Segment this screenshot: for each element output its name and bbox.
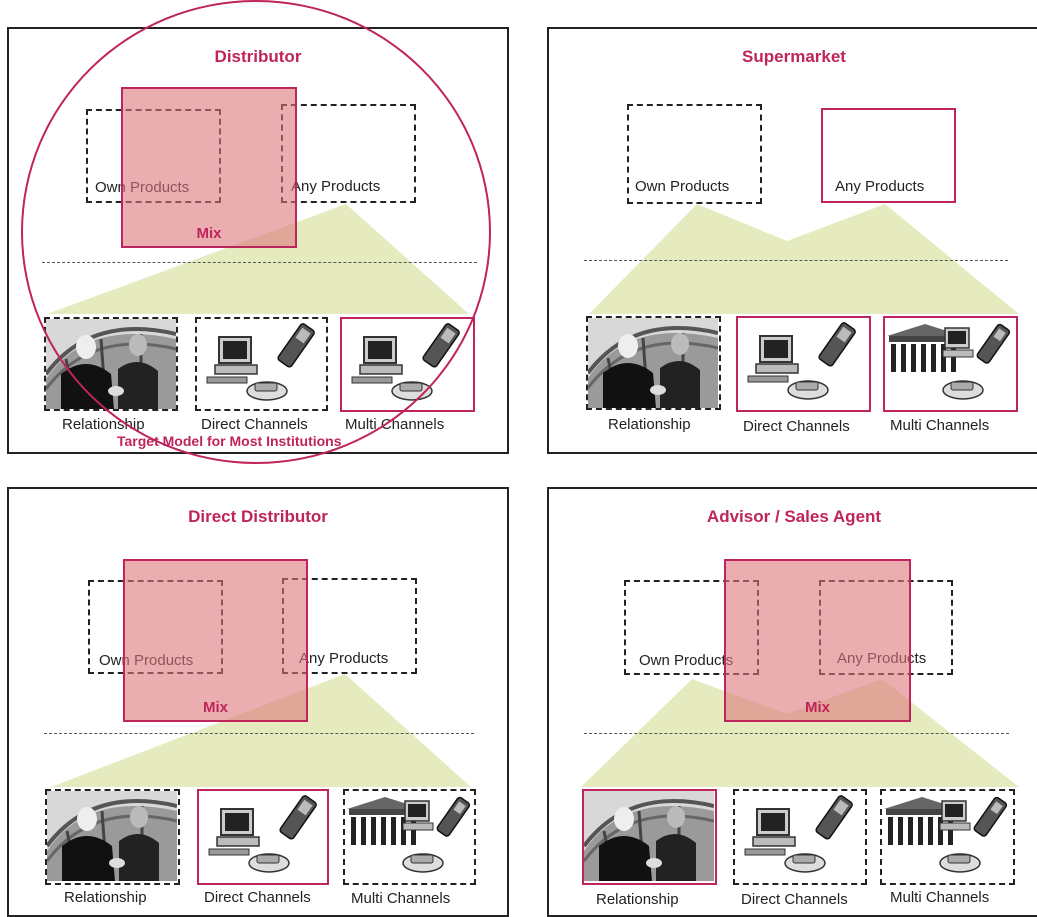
mix-label: Mix xyxy=(804,699,830,716)
any-products-label: Any Products xyxy=(835,178,925,195)
multi-channels-thumb xyxy=(343,789,476,885)
panel-supermarket: Supermarket Own Products Any Products Re… xyxy=(547,27,1037,454)
computer-phone-icon xyxy=(735,791,865,881)
panel-advisor: Advisor / Sales Agent Own Products Any P… xyxy=(547,487,1037,917)
relationship-label: Relationship xyxy=(64,889,147,906)
panel-title: Advisor / Sales Agent xyxy=(706,507,882,526)
own-products-box xyxy=(627,104,762,204)
multi-channels-thumb xyxy=(883,316,1018,412)
mix-box: Mix xyxy=(724,559,911,722)
building-computer-phone-icon xyxy=(885,318,1015,408)
mix-label: Mix xyxy=(202,699,228,716)
multi-channels-label: Multi Channels xyxy=(351,890,451,907)
target-model-circle xyxy=(21,0,491,464)
panel-direct-distributor: Direct Distributor Own Products Any Prod… xyxy=(7,487,509,917)
multi-channels-thumb xyxy=(880,789,1015,885)
building-computer-phone-icon xyxy=(345,791,475,881)
channel-hill xyxy=(51,674,471,787)
channel-hill xyxy=(589,204,1019,314)
own-products-label: Own Products xyxy=(635,178,730,195)
handshake-photo-icon xyxy=(588,318,718,408)
panel-title: Direct Distributor xyxy=(188,507,328,526)
relationship-thumb xyxy=(582,789,717,885)
divider-line xyxy=(584,260,1008,261)
own-products-label: Own Products xyxy=(639,652,734,669)
direct-channels-label: Direct Channels xyxy=(204,889,311,906)
divider-line xyxy=(44,733,474,734)
divider-line xyxy=(584,733,1009,734)
direct-channels-label: Direct Channels xyxy=(741,891,848,908)
relationship-thumb xyxy=(45,789,180,885)
multi-channels-label: Multi Channels xyxy=(890,417,990,434)
relationship-label: Relationship xyxy=(608,416,691,433)
multi-channels-label: Multi Channels xyxy=(890,889,990,906)
handshake-photo-icon xyxy=(47,791,177,881)
computer-phone-icon xyxy=(199,791,329,881)
relationship-label: Relationship xyxy=(596,891,679,908)
any-products-box xyxy=(821,108,956,203)
direct-channels-label: Direct Channels xyxy=(743,418,850,435)
direct-channels-thumb xyxy=(733,789,867,885)
direct-channels-thumb xyxy=(736,316,871,412)
direct-channels-thumb xyxy=(197,789,329,885)
mix-box: Mix xyxy=(123,559,308,722)
any-products-label: Any Products xyxy=(299,650,389,667)
computer-phone-icon xyxy=(738,318,868,408)
building-computer-phone-icon xyxy=(882,791,1012,881)
target-model-label: Target Model for Most Institutions xyxy=(117,433,342,449)
relationship-thumb xyxy=(586,316,721,410)
panel-title: Supermarket xyxy=(742,47,846,66)
handshake-photo-icon xyxy=(584,791,714,881)
